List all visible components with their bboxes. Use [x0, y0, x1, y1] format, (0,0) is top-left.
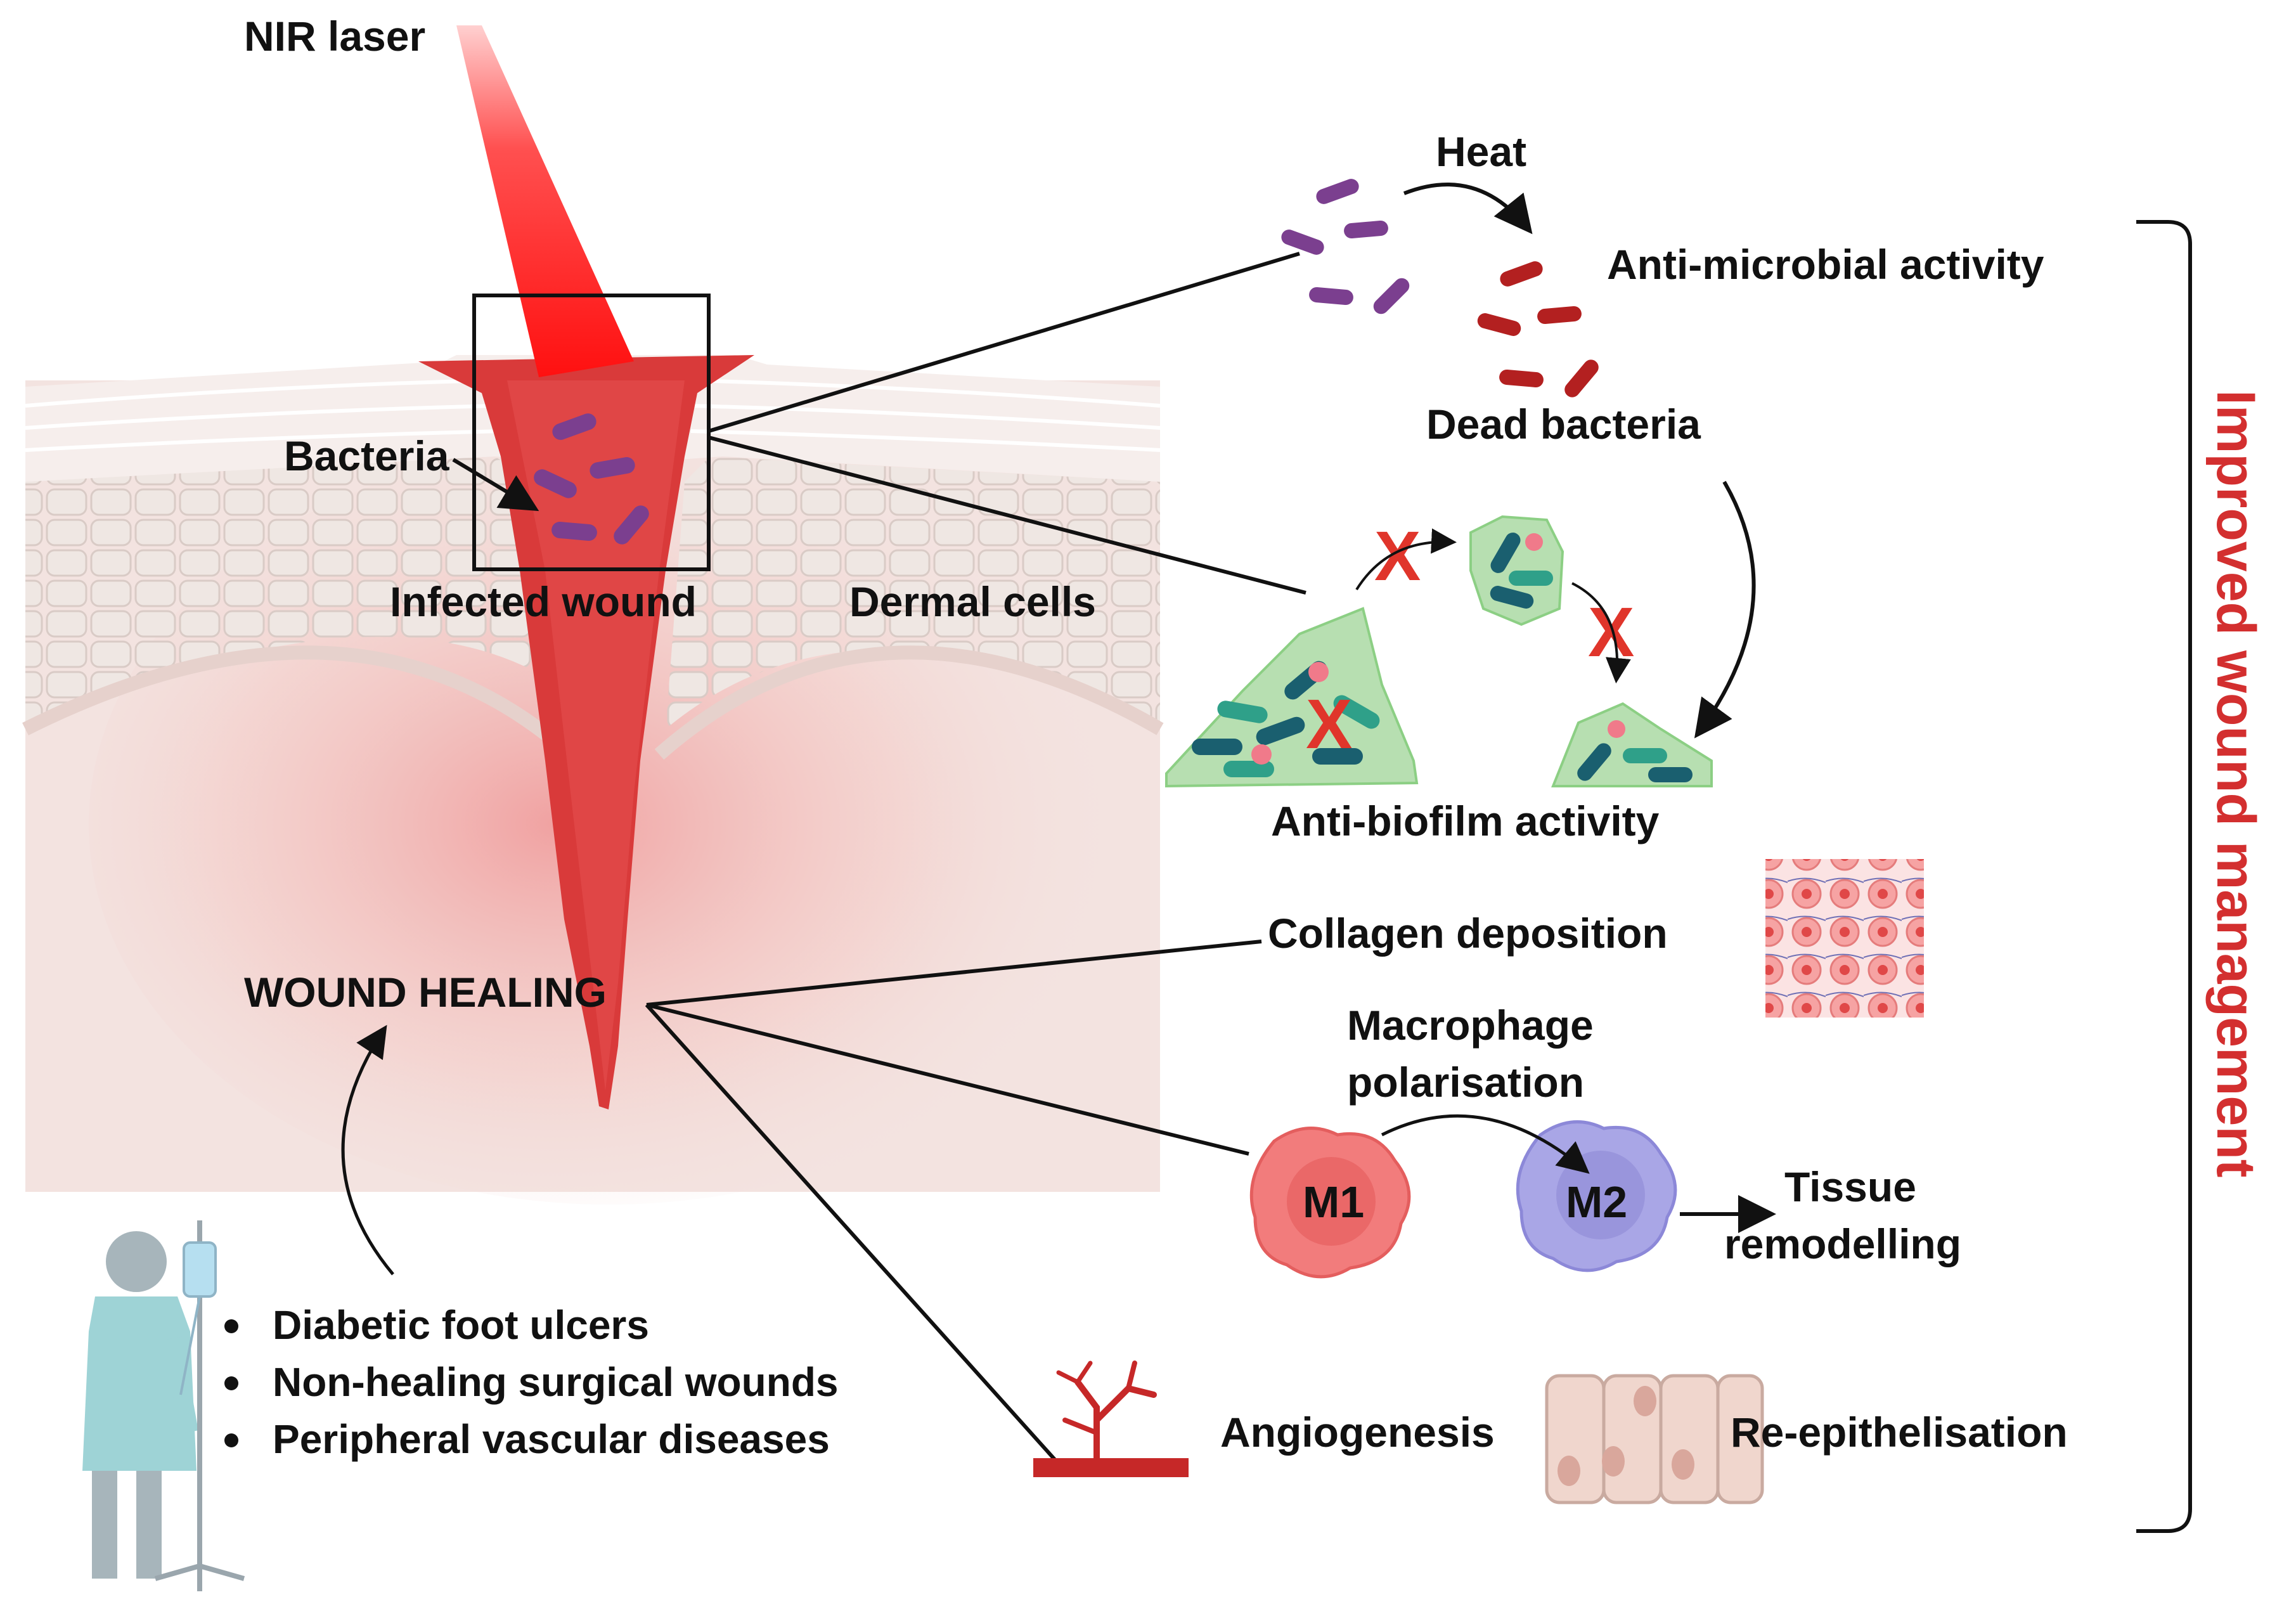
wound-healing-label: WOUND HEALING	[244, 969, 607, 1016]
m1-label: M1	[1303, 1177, 1364, 1227]
connector-line	[708, 252, 1300, 433]
nir-laser-beam	[456, 25, 634, 377]
bullet	[224, 1319, 238, 1333]
polarisation-arrow	[1381, 1114, 1590, 1174]
dead-bacteria-group	[1477, 261, 1599, 398]
bullet	[224, 1376, 238, 1390]
reepithelisation-label: Re-epithelisation	[1731, 1409, 2068, 1456]
condition-item: Non-healing surgical wounds	[273, 1359, 839, 1405]
right-bracket	[2136, 220, 2192, 1533]
collagen-image	[1765, 859, 1924, 1018]
biofilm-x-mark: X	[1306, 685, 1352, 763]
live-bacteria-group	[1281, 179, 1410, 314]
branch-line	[646, 940, 1262, 1007]
bacteria-pointer	[452, 458, 539, 512]
macrophage-label-2: polarisation	[1347, 1059, 1584, 1106]
infected-wound-zoom-box	[472, 294, 711, 571]
branch-line	[645, 1003, 1067, 1473]
anti-biofilm-label: Anti-biofilm activity	[1271, 798, 1660, 844]
epithelial-cells-icon	[1545, 1374, 1764, 1504]
biofilm-small-bottom	[1551, 702, 1713, 787]
biofilm-small-top	[1469, 515, 1564, 626]
heat-label: Heat	[1436, 128, 1526, 175]
dead-bacteria-label: Dead bacteria	[1426, 401, 1701, 448]
m2-label: M2	[1566, 1177, 1627, 1227]
biofilm-x-mark: X	[1588, 593, 1634, 671]
bullet	[224, 1433, 238, 1447]
condition-item: Peripheral vascular diseases	[273, 1416, 830, 1462]
dead-to-biofilm-arrow	[1694, 481, 1756, 739]
anti-microbial-label: Anti-microbial activity	[1607, 241, 2044, 288]
biofilm-arrow	[1571, 582, 1631, 683]
epidermis-cells	[25, 456, 558, 729]
conditions-arrow	[341, 1025, 394, 1276]
wound-channel-core	[507, 380, 685, 1090]
angiogenesis-label: Angiogenesis	[1220, 1409, 1495, 1456]
macrophage-label-1: Macrophage	[1347, 1002, 1594, 1049]
biofilm-large	[1165, 607, 1419, 788]
biofilm-x-mark: X	[1374, 517, 1421, 595]
improved-wound-management-title: Improved wound management	[2205, 390, 2266, 1177]
patient-figure-icon	[82, 1220, 245, 1591]
skin-section	[22, 355, 1164, 1205]
basal-layer	[22, 645, 576, 760]
biofilm-arrow	[1355, 528, 1457, 591]
nir-laser-label: NIR laser	[244, 13, 425, 60]
dermal-cells-label: Dermal cells	[849, 578, 1096, 625]
connector-line	[708, 436, 1306, 595]
conditions-list: Diabetic foot ulcers Non-healing surgica…	[224, 1302, 839, 1462]
condition-item: Diabetic foot ulcers	[273, 1302, 649, 1348]
tissue-label-1: Tissue	[1784, 1163, 1916, 1210]
live-bacteria-cluster	[534, 413, 649, 545]
blood-vessel-icon	[1033, 1361, 1189, 1477]
collagen-label: Collagen deposition	[1268, 910, 1668, 957]
infected-wound-label: Infected wound	[390, 578, 697, 625]
bacteria-label: Bacteria	[284, 432, 450, 479]
tissue-label-2: remodelling	[1724, 1220, 1961, 1267]
branch-line	[646, 1003, 1249, 1156]
heat-arrow	[1403, 183, 1533, 235]
basal-layer	[654, 645, 1164, 760]
m1-macrophage	[1249, 1127, 1411, 1279]
skin-layer-lines	[25, 378, 1161, 452]
